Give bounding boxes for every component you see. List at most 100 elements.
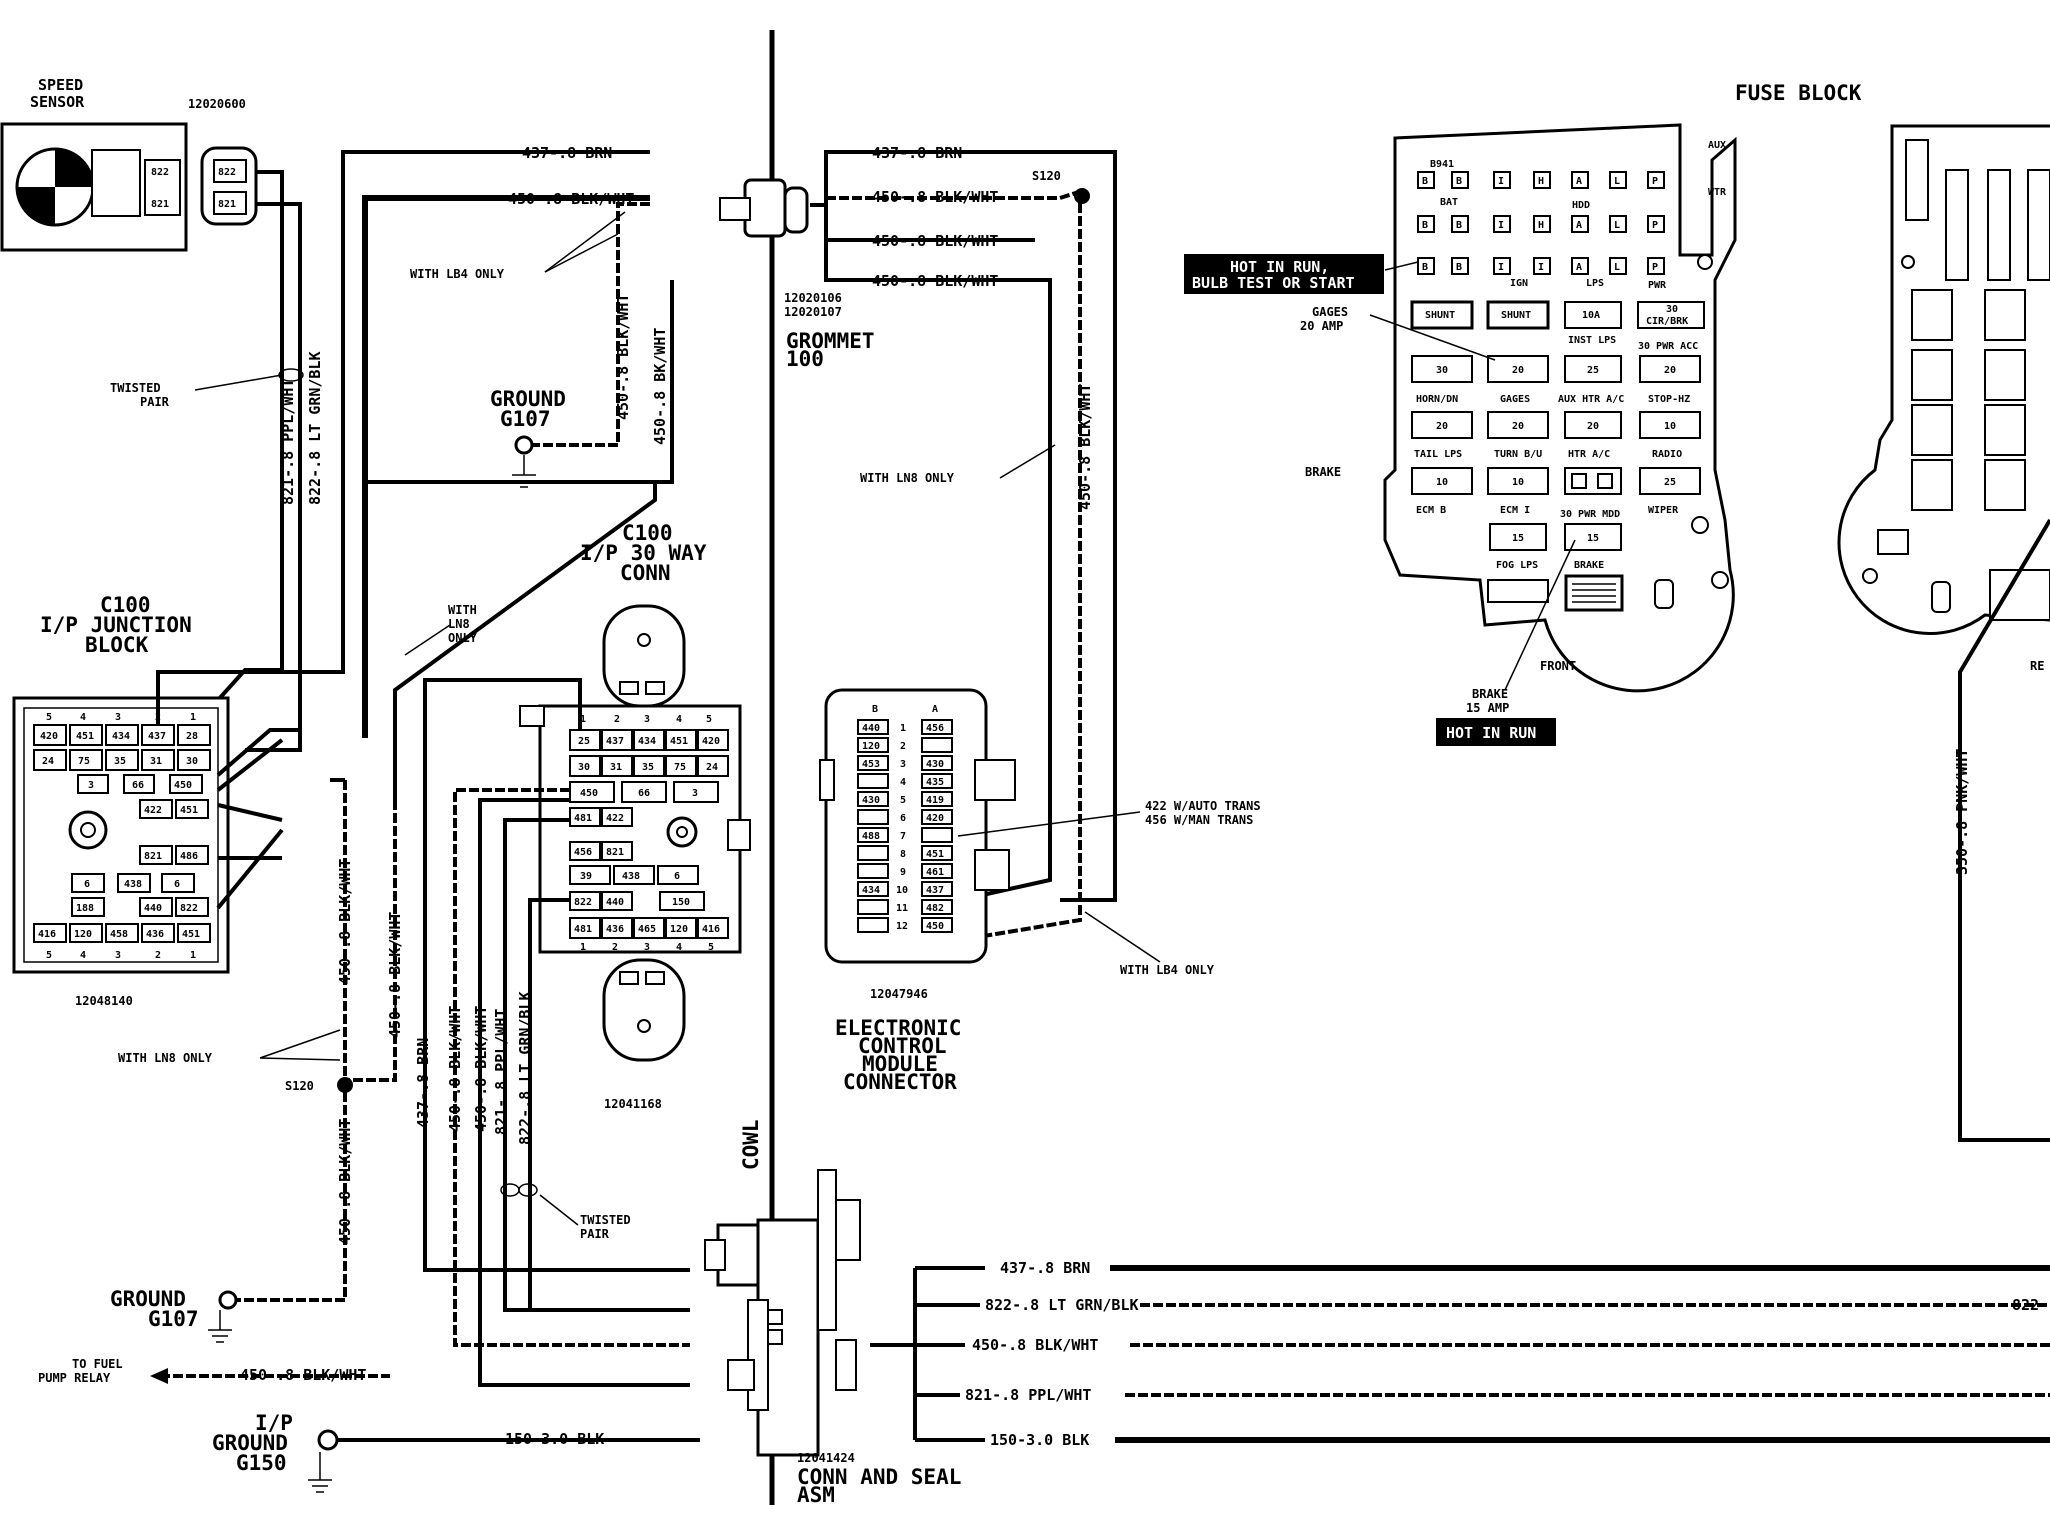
- label-ip-junction-block-top-numbers-2: 3: [115, 712, 121, 723]
- with-ln8-left-3: ONLY: [448, 631, 478, 645]
- label-fuse-block-title: FUSE BLOCK: [1735, 81, 1862, 105]
- label-grounds-g107-lower-2: G107: [148, 1307, 199, 1331]
- label-ip-junction-block-row2-0: 24: [42, 756, 54, 767]
- label-ecm-conn-nums-0: 1: [900, 723, 906, 734]
- label-ecm-conn-right-10: 482: [926, 903, 944, 914]
- label-c100-conn-rows-1-4: 24: [706, 762, 718, 773]
- wire-437-top: 437-.8 BRN: [522, 144, 612, 162]
- wire-450-vert-mid2: 450-.8 BLK/WHT: [472, 1006, 490, 1132]
- to-fuel-2: PUMP RELAY: [38, 1371, 111, 1385]
- label-c100-conn-bottom-numbers-1: 2: [612, 942, 618, 953]
- label-fuse-block-fuses-17-l: BRAKE: [1574, 560, 1604, 571]
- label-c100-conn-top-numbers-1: 2: [614, 714, 620, 725]
- splice-s120-top: [1074, 188, 1090, 204]
- label-c100-conn-rows-5-0: 39: [580, 871, 592, 882]
- label-ip-junction-block-row2-2: 35: [114, 756, 126, 767]
- with-lb4-only-top: WITH LB4 ONLY: [410, 267, 505, 281]
- label-fuse-block-term-row1-4: A: [1576, 176, 1582, 187]
- label-fuse-block-fuses-3-v: 30: [1666, 304, 1678, 315]
- label-fuse-block-callout-hot-run-start-1: HOT IN RUN,: [1230, 258, 1329, 276]
- wire-450-vert-mid: 450-.8 BLK/WHT: [446, 1006, 464, 1132]
- label-fuse-block-fuses-5-l: GAGES: [1500, 394, 1530, 405]
- fuse-block-rear: RE: [1837, 124, 2050, 673]
- label-fuse-block-fuses-10-l: HTR A/C: [1568, 449, 1610, 460]
- label-ip-junction-block-row5-0: 821: [144, 851, 162, 862]
- label-ip-junction-block-row8-2: 458: [110, 929, 128, 940]
- wire-label-822: 822-.8 LT GRN/BLK: [306, 351, 324, 505]
- label-c100-conn-rows-4-1: 821: [606, 847, 624, 858]
- label-ecm-conn-right-9: 437: [926, 885, 944, 896]
- label-fuse-block-fuses-8-v: 20: [1436, 421, 1448, 432]
- ecm-note-1: 422 W/AUTO TRANS: [1145, 799, 1261, 813]
- label-c100-conn-bottom-numbers-0: 1: [580, 942, 586, 953]
- twisted-pair-lower-1: TWISTED: [580, 1213, 631, 1227]
- wire-label-821: 821-.8 PPL/WHT: [279, 379, 297, 505]
- label-c100-conn-rows-0-0: 25: [578, 736, 590, 747]
- to-fuel-1: TO FUEL: [72, 1357, 123, 1371]
- speed-sensor-connector: 12020600 822 821: [188, 97, 258, 226]
- label-ip-junction-block-top-numbers-0: 5: [46, 712, 52, 723]
- label-ecm-conn-nums-2: 3: [900, 759, 906, 770]
- label-c100-conn-rows-0-1: 437: [606, 736, 624, 747]
- label-ip-junction-block-row1-1: 451: [76, 731, 94, 742]
- label-c100-conn-rows-1-2: 35: [642, 762, 654, 773]
- label-ip-junction-block-bottom-numbers-0: 5: [46, 950, 52, 961]
- label-c100-conn-ref: C100: [622, 521, 673, 545]
- ground-g150: I/P GROUND G150: [212, 1411, 339, 1493]
- label-fuse-block-term-row2-2: I: [1498, 220, 1504, 231]
- jb-part-no: 12048140: [75, 994, 133, 1008]
- label-fuse-block-aux: AUX: [1708, 140, 1726, 151]
- with-ln8-left-1: WITH: [448, 603, 477, 617]
- label-fuse-block-fuses-11-l: RADIO: [1652, 449, 1682, 460]
- label-fuse-block-fuses-9-v: 20: [1512, 421, 1524, 432]
- label-ecm-conn-right-3: 435: [926, 777, 944, 788]
- label-c100-conn-rows-3-0: 481: [574, 813, 592, 824]
- label-ip-junction-block-row6-2: 6: [174, 879, 180, 890]
- label-ecm-conn-right-7: 451: [926, 849, 944, 860]
- gages-label-2: 20 AMP: [1300, 319, 1343, 333]
- label-c100-conn-rows-5-2: 6: [674, 871, 680, 882]
- label-c100-conn-bottom-numbers-4: 5: [708, 942, 714, 953]
- label-fuse-block-pwr: PWR: [1648, 280, 1667, 291]
- label-ip-junction-block-top-numbers-4: 1: [190, 712, 196, 723]
- wire-821-bottom: 821-.8 PPL/WHT: [965, 1386, 1091, 1404]
- label-grommet-title: GROMMET: [786, 329, 875, 353]
- label-grommet-part1: 12020106: [784, 291, 842, 305]
- with-ln8-bottom: WITH LN8 ONLY: [118, 1051, 213, 1065]
- wire-150-bottom: 150-3.0 BLK: [990, 1431, 1089, 1449]
- label-ecm-conn-right-0: 456: [926, 723, 944, 734]
- label-c100-conn-rows-1-0: 30: [578, 762, 590, 773]
- label-ip-junction-block-bottom-numbers-2: 3: [115, 950, 121, 961]
- wire-450-bk-vert: 450-.8 BK/WHT: [651, 328, 669, 445]
- brake-15amp-1: BRAKE: [1472, 687, 1508, 701]
- label-fuse-block-fuses-2-l: INST LPS: [1568, 335, 1616, 346]
- label-fuse-block-fuses-2-v: 10A: [1582, 310, 1600, 321]
- label-ecm-conn-nums-6: 7: [900, 831, 906, 842]
- label-fuse-block-fuses-7-l: STOP-HZ: [1648, 394, 1690, 405]
- label-c100-conn-top-numbers-0: 1: [580, 714, 586, 725]
- label-grounds-g150-1: I/P: [255, 1411, 293, 1435]
- label-c100-conn-rows-1-1: 31: [610, 762, 622, 773]
- label-ip-junction-block-bottom-numbers-4: 1: [190, 950, 196, 961]
- label-conn-seal-part-no: 12041424: [797, 1451, 855, 1465]
- label-grommet-part2: 12020107: [784, 305, 842, 319]
- label-c100-conn-rows-6-2: 150: [672, 897, 690, 908]
- conn-pin-822: 822: [218, 167, 236, 178]
- jb-title-2: BLOCK: [85, 633, 149, 657]
- twisted-pair-left-2: PAIR: [140, 395, 170, 409]
- label-c100-conn-rows-7-4: 416: [702, 924, 720, 935]
- label-fuse-block-term-row2-3: H: [1538, 220, 1544, 231]
- wire-450-left-vert-3: 450-.8 BLK/WHT: [386, 912, 404, 1038]
- label-ip-junction-block-bottom-numbers-1: 4: [80, 950, 86, 961]
- speed-sensor-title-1: SPEED: [38, 76, 83, 94]
- label-fuse-block-front: FRONT: [1540, 659, 1576, 673]
- label-fuse-block-fuses-6-l: AUX HTR A/C: [1558, 394, 1624, 405]
